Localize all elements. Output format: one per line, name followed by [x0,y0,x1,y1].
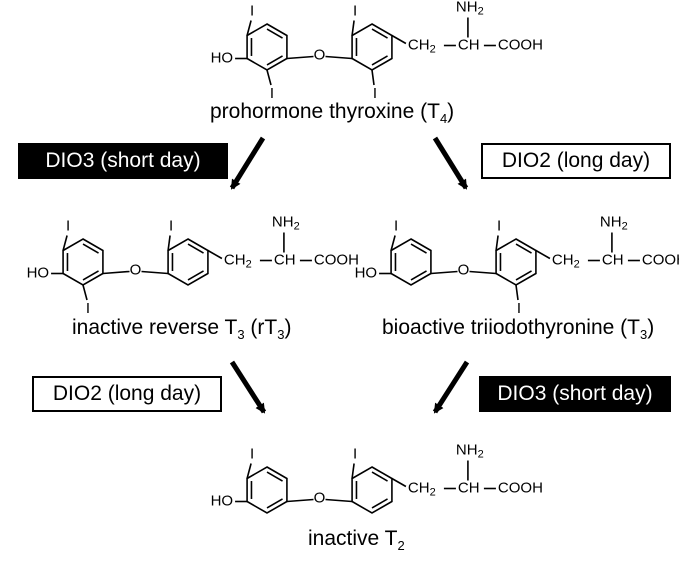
caption-t3-prefix: bioactive triiodothyronine (T [382,316,640,339]
caption-t3-suffix: ) [647,316,655,339]
carboxyl-label: COOH [314,251,359,268]
ether-oxygen-label: O [130,261,142,278]
carboxyl-label: COOH [498,36,543,53]
arrow-t4-to-t3 [432,136,469,190]
amine-label: NH2 [456,0,484,17]
hydroxyl-label: HO [211,49,234,66]
amine-label: NH2 [272,213,300,232]
structure-triiodothyronine: HO O I I I CH2 CH COOH NH2 [355,213,679,317]
phenol-ring [246,466,288,514]
caption-t4-suffix: ) [447,100,455,123]
iodine-label: I [250,2,254,19]
alpha-carbon-label: CH [458,479,480,496]
caption-t3-sub: 3 [639,327,648,342]
caption-t4-prefix: prohormone thyroxine (T [210,100,440,123]
iodine-label: I [86,300,90,317]
alpha-carbon-label: CH [458,36,480,53]
caption-reverse-t3: inactive reverse T3 (rT3) [72,316,292,342]
badge-dio2-lower: DIO2 (long day) [32,376,222,412]
ether-oxygen-label: O [314,46,326,63]
caption-rt3-suffix: ) [284,316,292,339]
iodine-label: I [517,300,521,317]
iodine-label: I [270,85,274,102]
phenol-ring [62,238,104,286]
hydroxyl-label: HO [27,264,50,281]
iodine-label: I [169,217,173,234]
iodine-label: I [353,445,357,462]
alpha-carbon-label: CH [274,251,296,268]
iodine-label: I [66,217,70,234]
phenol-ring [390,238,432,286]
iodine-label: I [497,217,501,234]
ether-oxygen-label: O [314,489,326,506]
structure-thyroxine: HO O I I I I CH2 CH COOH NH2 [211,0,543,102]
side-chain-label: CH2 [552,251,580,270]
ether-oxygen-label: O [458,261,470,278]
badge-dio3-lower: DIO3 (short day) [479,376,671,412]
phenol-ring [246,23,288,71]
hydroxyl-label: HO [211,492,234,509]
hydroxyl-label: HO [355,264,378,281]
structure-reverse-t3: HO O I I I CH2 CH COOH NH2 [27,213,359,317]
iodine-label: I [373,85,377,102]
structure-t2: HO O I I CH2 CH COOH NH2 [211,441,543,514]
side-chain-label: CH2 [224,251,252,270]
tyrosyl-ring [351,466,393,514]
caption-rt3-sub2: 3 [277,327,285,342]
tyrosyl-ring [495,238,537,286]
side-chain-label: CH2 [408,479,436,498]
caption-t2: inactive T2 [308,527,405,553]
reaction-arrows [229,136,470,414]
amine-label: NH2 [456,441,484,460]
caption-thyroxine: prohormone thyroxine (T4) [210,100,455,126]
caption-t2-sub: 2 [397,538,405,553]
caption-rt3-mid: (rT [244,316,278,339]
tyrosyl-ring [351,23,393,71]
carboxyl-label: COOH [498,479,543,496]
caption-t4-sub: 4 [439,111,448,126]
arrow-rt3-to-t2 [229,360,267,414]
caption-triiodothyronine: bioactive triiodothyronine (T3) [382,316,655,342]
arrow-t3-to-t2 [432,360,470,414]
iodine-label: I [394,217,398,234]
caption-t2-prefix: inactive T [308,527,398,550]
tyrosyl-ring [167,238,209,286]
arrow-t4-to-rt3 [229,136,266,190]
iodine-label: I [250,445,254,462]
badge-dio2-upper: DIO2 (long day) [481,143,671,179]
caption-rt3-prefix: inactive reverse T [72,316,238,339]
caption-rt3-sub1: 3 [237,327,245,342]
amine-label: NH2 [600,213,628,232]
alpha-carbon-label: CH [602,251,624,268]
badge-dio3-upper: DIO3 (short day) [18,143,228,179]
side-chain-label: CH2 [408,36,436,55]
carboxyl-label: COOH [642,251,679,268]
iodine-label: I [353,2,357,19]
